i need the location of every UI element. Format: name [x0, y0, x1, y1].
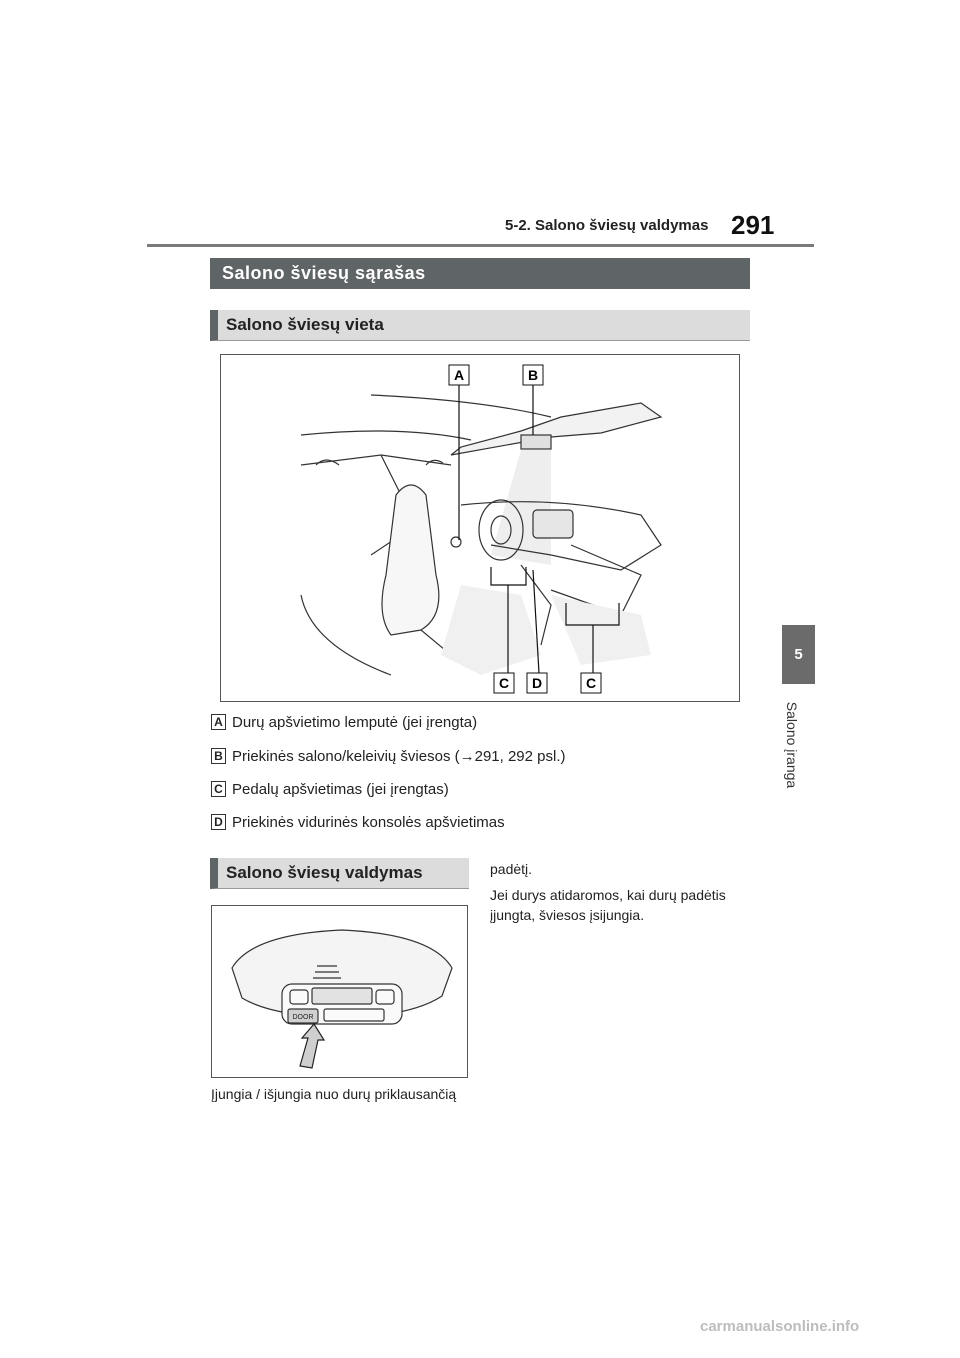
callout-b: B — [528, 367, 538, 383]
door-button-label: DOOR — [293, 1014, 314, 1021]
main-heading: Salono šviesų sąrašas — [210, 258, 750, 289]
legend-item-d: D Priekinės vidurinės konsolės apšvietim… — [211, 812, 505, 832]
callout-d: D — [532, 675, 542, 691]
switch-illustration: DOOR — [231, 929, 453, 1069]
control-heading: Salono šviesų valdymas — [210, 858, 469, 889]
figure-caption: Įjungia / išjungia nuo durų priklausanči… — [211, 1086, 457, 1102]
callout-a: A — [454, 367, 464, 383]
legend-text-d: Priekinės vidurinės konsolės apšvietimas — [232, 813, 505, 831]
callout-c-left: C — [499, 675, 509, 691]
legend-item-c: C Pedalų apšvietimas (jei įrengtas) — [211, 779, 449, 799]
control-heading-text: Salono šviesų valdymas — [226, 863, 423, 882]
page-number: 291 — [731, 210, 775, 240]
header-divider — [147, 244, 814, 247]
chapter-tab: 5 — [782, 625, 815, 684]
legend-text-c: Pedalų apšvietimas (jei įrengtas) — [232, 780, 449, 798]
location-heading: Salono šviesų vieta — [210, 310, 750, 341]
chapter-label: Salono įranga — [770, 692, 814, 802]
legend-text-a: Durų apšvietimo lemputė (jei įrengta) — [232, 713, 478, 731]
legend-badge-b: B — [211, 748, 226, 764]
paragraph-door-position: Jei durys atidaromos, kai durų padėtis į… — [490, 887, 726, 923]
main-heading-text: Salono šviesų sąrašas — [222, 263, 426, 283]
legend-item-b: B Priekinės salono/keleivių šviesos (→29… — [211, 746, 566, 766]
interior-illustration: A B C D C — [300, 364, 663, 694]
watermark: carmanualsonline.info — [700, 1318, 860, 1335]
paragraph-continuation: padėtį. — [490, 861, 533, 877]
location-heading-text: Salono šviesų vieta — [226, 315, 384, 334]
legend-badge-d: D — [211, 814, 226, 830]
chapter-title: Salono įranga — [784, 701, 800, 789]
interior-lights-figure: A B C D C — [220, 354, 740, 702]
legend-badge-c: C — [211, 781, 226, 797]
door-switch-figure: DOOR — [211, 905, 468, 1078]
legend-badge-a: A — [211, 714, 226, 730]
callout-c-right: C — [586, 675, 596, 691]
legend-text-b: Priekinės salono/keleivių šviesos (→291,… — [232, 747, 566, 765]
legend-item-a: A Durų apšvietimo lemputė (jei įrengta) — [211, 712, 477, 732]
section-title: 5-2. Salono šviesų valdymas — [505, 217, 709, 234]
